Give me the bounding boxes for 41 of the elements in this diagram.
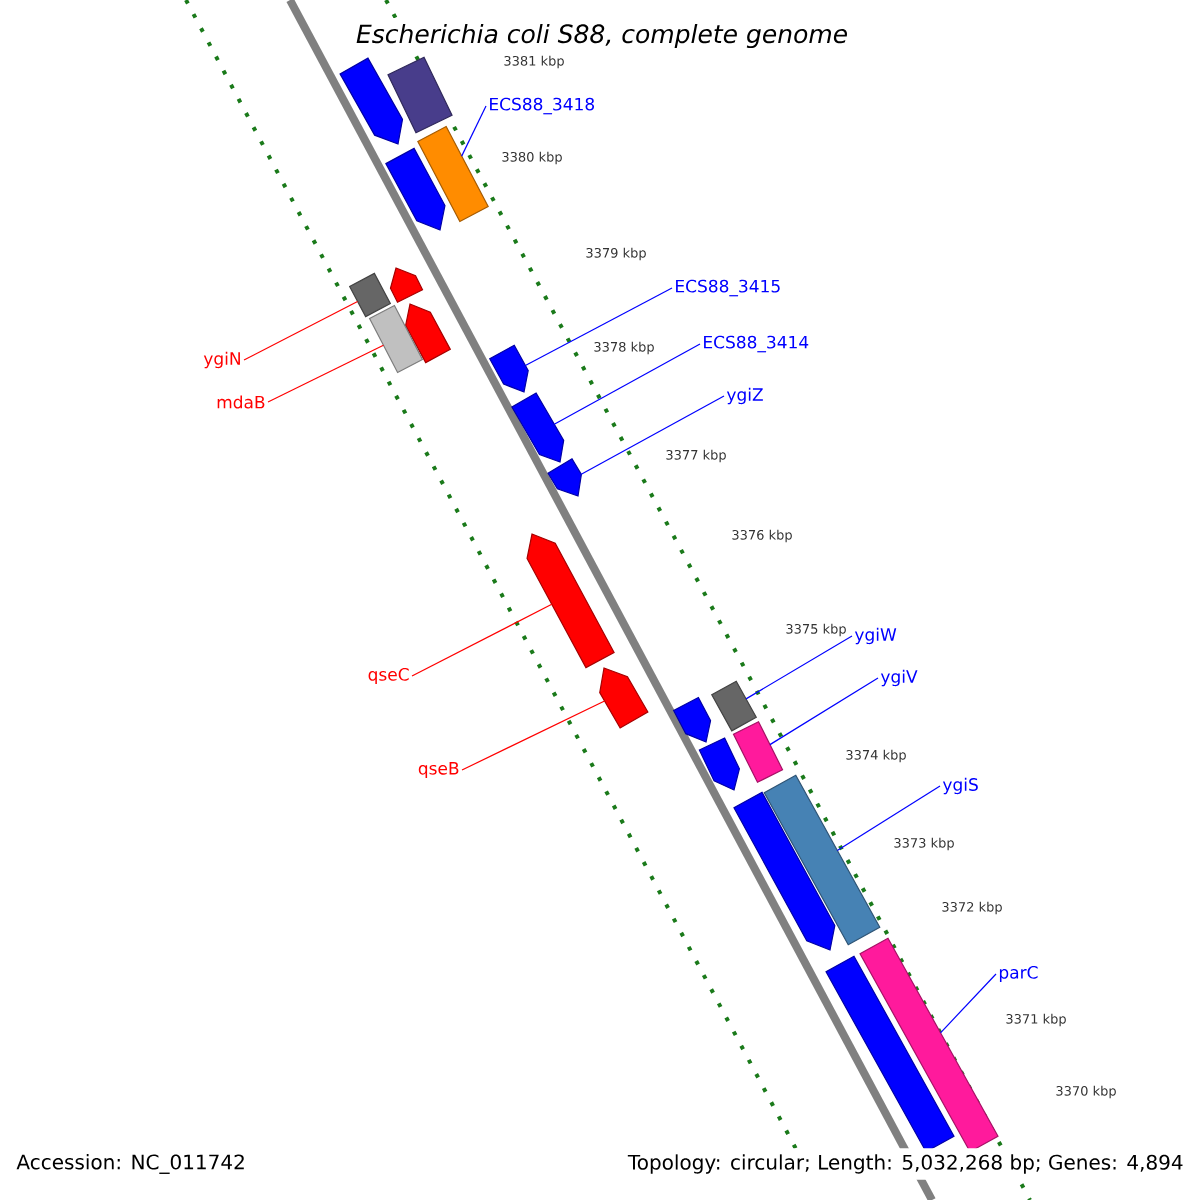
title: Escherichia coli S88, complete genome	[349, 17, 855, 55]
gene-block	[859, 937, 999, 1153]
gene-feature	[526, 533, 615, 669]
gene-label: ygiZ	[726, 387, 763, 405]
gene-label: parC	[999, 965, 1038, 983]
gene-feature	[511, 392, 565, 463]
leader-line	[836, 785, 941, 852]
gene-label: ECS88_3414	[704, 335, 809, 353]
leader-line	[411, 603, 553, 677]
gene-feature	[599, 667, 649, 729]
leader-line	[939, 973, 997, 1034]
gene-feature	[547, 458, 582, 497]
leader-line	[461, 700, 606, 771]
gene-block	[368, 304, 424, 374]
gene-feature	[385, 147, 446, 231]
gene-label: ECS88_3418	[490, 97, 595, 115]
gene-label: ygiW	[854, 627, 897, 645]
gene-label: qseB	[418, 762, 459, 778]
gene-feature	[339, 57, 404, 145]
leader-line	[461, 105, 487, 157]
gene-label: mdaB	[217, 395, 265, 409]
gene-block	[763, 774, 881, 946]
footer-text: Topology: circular; Length: 5,032,268 bp; Genes: 4,894	[621, 1148, 1190, 1180]
footer-text: Accession: NC_011742	[10, 1148, 252, 1180]
gene-label: ygiN	[203, 351, 240, 369]
gene-block	[417, 125, 489, 223]
leader-line	[524, 287, 673, 367]
gene-label: ECS88_3415	[676, 279, 780, 297]
leader-line	[769, 677, 879, 746]
leader-line	[580, 395, 725, 475]
gene-label: qseC	[368, 667, 409, 685]
gene-feature	[698, 737, 741, 791]
gene-label: ygiV	[880, 669, 918, 687]
gene-block	[387, 56, 453, 134]
leader-line	[553, 343, 701, 425]
leader-line	[745, 635, 853, 700]
gene-label: ygiS	[942, 777, 978, 795]
leader-line	[243, 300, 359, 361]
gene-feature	[733, 791, 836, 951]
gene-block	[825, 955, 955, 1153]
leader-line	[267, 344, 385, 403]
